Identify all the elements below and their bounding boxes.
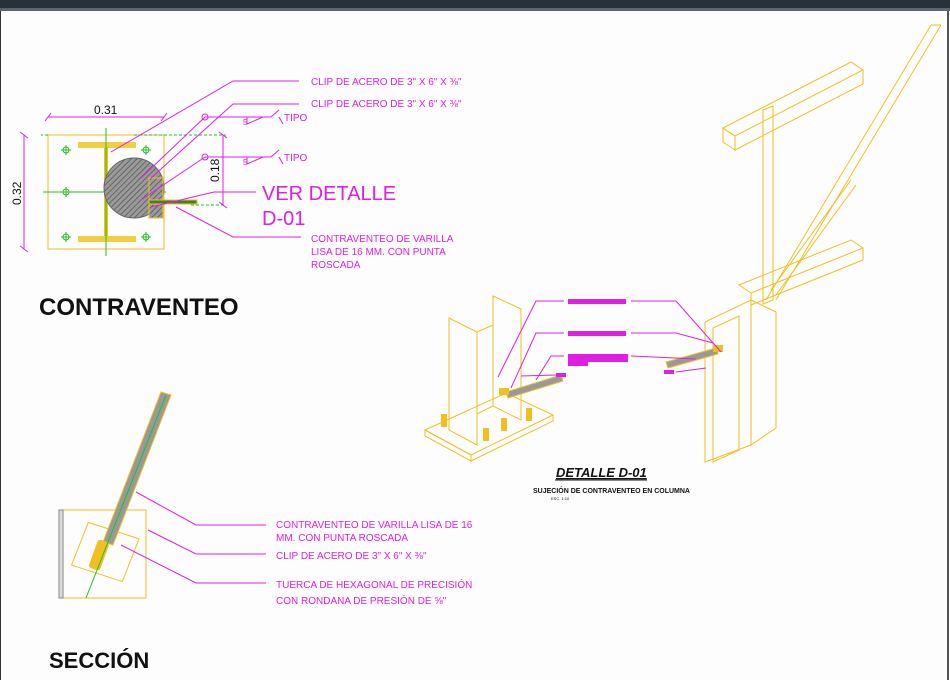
weld-type-2: TIPO: [284, 153, 308, 164]
left-column-iso: [423, 295, 555, 462]
detail-callout-bars: [556, 299, 674, 377]
section-label-rod-line2: MM. CON PUNTA ROSCADA: [276, 533, 408, 544]
plan-title: CONTRAVENTEO: [39, 294, 239, 321]
section-label-nut-line1: TUERCA DE HEXAGONAL DE PRECISIÓN: [276, 578, 472, 591]
right-column-iso: [704, 299, 777, 463]
right-rod-iso: [665, 347, 719, 369]
dim-width: 0.31: [94, 103, 118, 117]
weld-size-1: 5: [243, 118, 248, 127]
label-rod-line1: CONTRAVENTEO DE VARILLA: [311, 234, 454, 245]
label-rod-line3: ROSCADA: [311, 260, 361, 271]
anchor-bolts: [61, 145, 151, 242]
label-clip-1: CLIP DE ACERO DE 3" X 6" X ⅜": [311, 77, 462, 88]
left-rod-iso: [505, 374, 564, 399]
label-clip-2: CLIP DE ACERO DE 3" X 6" X ⅜": [311, 99, 462, 110]
section-title: SECCIÓN: [49, 648, 149, 673]
detail-leaders: [497, 300, 722, 389]
section-nut: [89, 539, 109, 571]
plan-view: 0.31 0.32 0.18 CLIP DE ACERO DE 3" X 6" …: [10, 77, 462, 321]
cad-drawing: 0.31 0.32 0.18 CLIP DE ACERO DE 3" X 6" …: [10, 24, 942, 673]
weld-type-1: TIPO: [284, 113, 308, 124]
title-bar: [0, 0, 950, 8]
section-label-nut-line2: CON RONDANA DE PRESIÓN DE ⅝": [276, 594, 447, 607]
dim-offset: 0.18: [208, 158, 222, 182]
dimensions: [19, 112, 228, 253]
detail-title: DETALLE D-01: [556, 465, 647, 480]
section-label-clip: CLIP DE ACERO DE 3" X 6" X ⅜": [276, 551, 427, 562]
beams-iso: [722, 24, 942, 306]
clip-plate: [148, 177, 164, 219]
detail-view: DETALLE D-01 SUJECIÓN DE CONTRAVENTEO EN…: [423, 24, 942, 501]
label-rod-line2: LISA DE 16 MM. CON PUNTA: [311, 247, 446, 258]
detail-reference-line1: VER DETALLE: [262, 183, 396, 205]
detail-subtitle: SUJECIÓN DE CONTRAVENTEO EN COLUMNA: [533, 486, 690, 495]
section-label-rod-line1: CONTRAVENTEO DE VARILLA LISA DE 16: [276, 520, 473, 531]
section-clip: [70, 521, 140, 583]
title-bar-divider: [0, 8, 950, 11]
flange-top: [78, 142, 136, 148]
detail-scale: ESC. 1:10: [551, 496, 570, 501]
section-centerline: [85, 394, 167, 599]
dim-height: 0.32: [10, 181, 24, 205]
section-view: CONTRAVENTEO DE VARILLA LISA DE 16 MM. C…: [49, 391, 473, 673]
anchor-bolts-iso: [441, 408, 532, 441]
flange-bottom: [78, 236, 136, 242]
weld-size-2: 5: [243, 158, 248, 167]
section-leaders: [120, 491, 266, 584]
drawing-canvas[interactable]: 0.31 0.32 0.18 CLIP DE ACERO DE 3" X 6" …: [0, 11, 949, 680]
detail-reference-line2: D-01: [262, 208, 305, 230]
leaders: [110, 80, 301, 238]
